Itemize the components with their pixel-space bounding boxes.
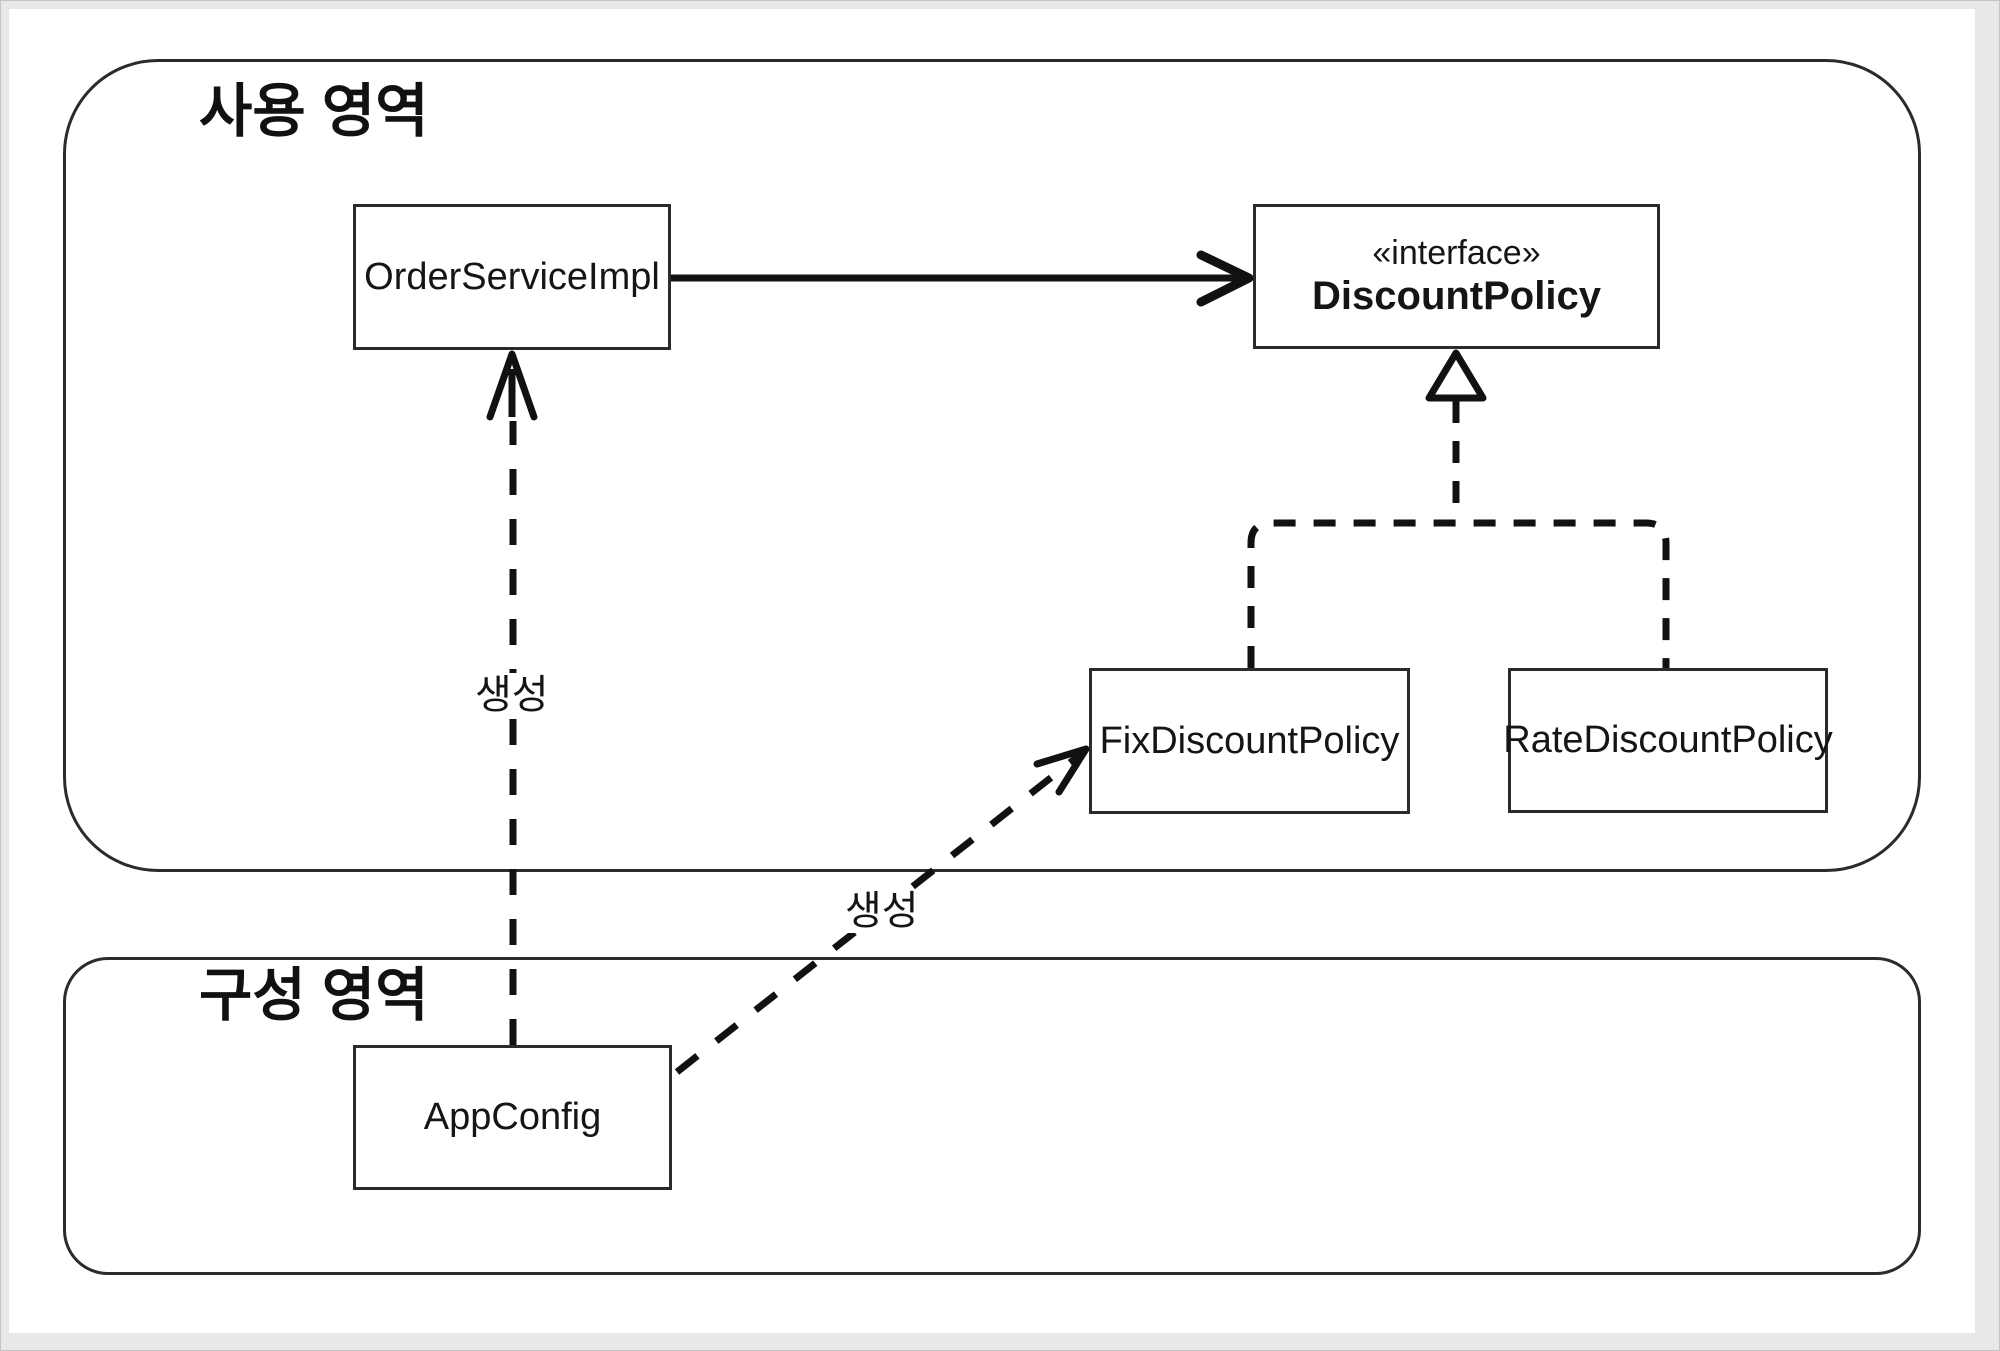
class-label-app-config: AppConfig [423,1096,602,1139]
class-label-order-service-impl: OrderServiceImpl [364,255,660,298]
class-box-fix-discount-policy: FixDiscountPolicy [1089,668,1410,814]
class-box-discount-policy: «interface» DiscountPolicy [1253,204,1660,349]
class-label-discount-policy: DiscountPolicy [1312,273,1601,318]
region-usage-title: 사용 영역 [199,79,429,144]
stereotype-interface: «interface» [1372,233,1541,272]
edge-label-create-orderservice: 생성 [469,673,555,717]
edge-label-create-fixdiscount: 생성 [839,889,925,933]
class-box-rate-discount-policy: RateDiscountPolicy [1503,668,1833,813]
class-label-fix-discount-policy: FixDiscountPolicy [1099,719,1400,762]
class-label-rate-discount-policy: RateDiscountPolicy [1503,719,1833,762]
class-box-order-service-impl: OrderServiceImpl [353,204,671,350]
class-box-app-config: AppConfig [353,1045,672,1190]
region-config-title: 구성 영역 [199,963,429,1028]
